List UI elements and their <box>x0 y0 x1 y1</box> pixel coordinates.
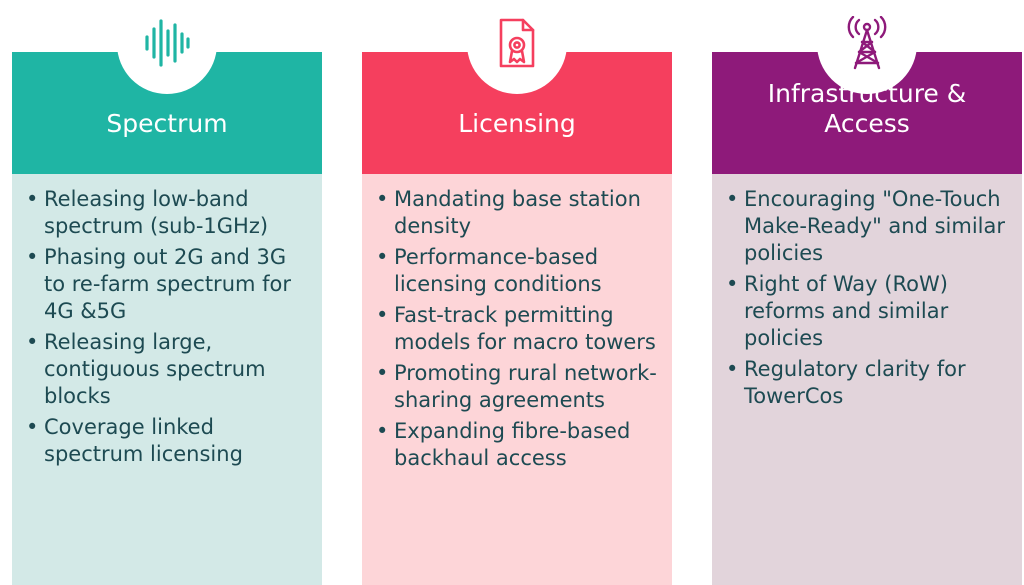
list-item: Encouraging "One-Touch Make-Ready" and s… <box>726 186 1010 267</box>
list-item: Coverage linked spectrum licensing <box>26 414 310 468</box>
list-item: Phasing out 2G and 3G to re-farm spectru… <box>26 244 310 325</box>
cell-tower-icon <box>817 0 917 94</box>
licensing-column: Licensing Mandating base station density… <box>362 0 672 585</box>
infrastructure-list: Encouraging "One-Touch Make-Ready" and s… <box>726 186 1010 410</box>
list-item: Releasing low-band spectrum (sub-1GHz) <box>26 186 310 240</box>
sound-wave-icon <box>117 0 217 94</box>
list-item: Regulatory clarity for TowerCos <box>726 356 1010 410</box>
spectrum-body: Releasing low-band spectrum (sub-1GHz) P… <box>12 174 322 585</box>
licensing-list: Mandating base station density Performan… <box>376 186 660 472</box>
list-item: Releasing large, contiguous spectrum blo… <box>26 329 310 410</box>
list-item: Right of Way (RoW) reforms and similar p… <box>726 271 1010 352</box>
spectrum-list: Releasing low-band spectrum (sub-1GHz) P… <box>26 186 310 468</box>
spectrum-column: Spectrum Releasing low-band spectrum (su… <box>12 0 322 585</box>
spectrum-title: Spectrum <box>106 109 228 138</box>
licensing-header: Licensing <box>362 52 672 174</box>
list-item: Expanding fibre-based backhaul access <box>376 418 660 472</box>
licensing-title: Licensing <box>458 109 576 138</box>
list-item: Performance-based licensing conditions <box>376 244 660 298</box>
infrastructure-body: Encouraging "One-Touch Make-Ready" and s… <box>712 174 1022 585</box>
list-item: Fast-track permitting models for macro t… <box>376 302 660 356</box>
list-item: Promoting rural network-sharing agreemen… <box>376 360 660 414</box>
list-item: Mandating base station density <box>376 186 660 240</box>
certificate-document-icon <box>467 0 567 94</box>
infrastructure-column: Infrastructure & Access Encouraging "One… <box>712 0 1022 585</box>
licensing-body: Mandating base station density Performan… <box>362 174 672 585</box>
infrastructure-header: Infrastructure & Access <box>712 52 1022 174</box>
